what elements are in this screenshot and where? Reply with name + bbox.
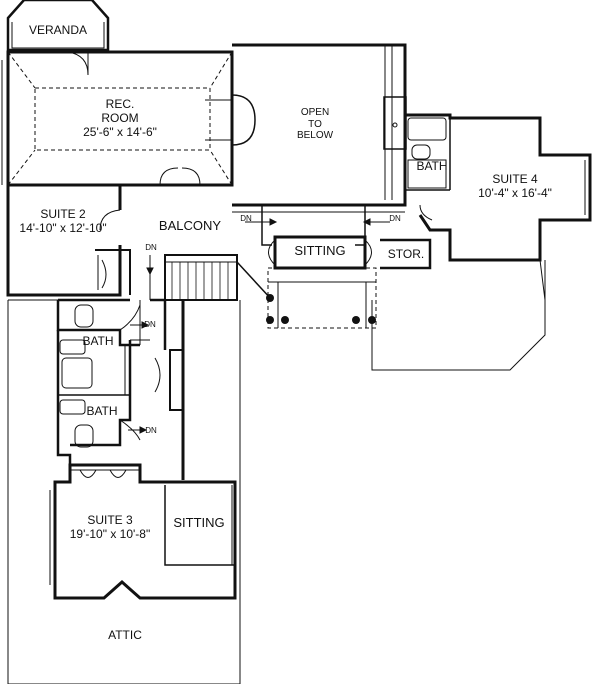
rec-room-label: REC. ROOM 25'-6" x 14'-6": [60, 97, 180, 139]
suite-3-walls: [49, 463, 237, 600]
rec-room-name-line2: ROOM: [101, 110, 139, 125]
rec-room-name-line1: REC.: [105, 97, 135, 111]
suite-3-dims: 19'-10" x 10'-8": [69, 526, 151, 541]
rec-room-dims: 25'-6" x 14'-6": [83, 124, 157, 139]
bath-lower-label: BATH: [86, 404, 118, 418]
sitting-upper-label: SITTING: [294, 243, 346, 258]
dn-hall-upper-label: DN: [144, 320, 156, 329]
rec-room-walls: [6, 50, 256, 187]
dn-hall-lower-label: DN: [145, 426, 157, 435]
dn-suite-2-label: DN: [145, 243, 157, 252]
suite-3-label: SUITE 3 19'-10" x 10'-8": [55, 513, 165, 542]
suite-2-walls: [6, 183, 131, 297]
hall-walls: [56, 298, 185, 480]
sitting-lower-label: SITTING: [173, 515, 225, 530]
storage-label: STOR.: [387, 247, 425, 261]
open-to-below-line1: OPEN: [300, 107, 330, 118]
veranda-label: VERANDA: [28, 23, 87, 37]
suite-2-label: SUITE 2 14'-10" x 12'-10": [8, 207, 118, 236]
attic-label: ATTIC: [108, 628, 142, 642]
column-posts: [266, 294, 376, 324]
storage-walls: [380, 238, 432, 270]
suite-4-name: SUITE 4: [492, 172, 538, 186]
balcony-walls: [232, 204, 405, 246]
open-to-below-line2: TO: [308, 118, 322, 130]
sitting-upper-walls: [267, 235, 377, 329]
suite-2-name: SUITE 2: [40, 207, 86, 221]
suite-3-name: SUITE 3: [87, 513, 133, 527]
dn-balcony-left-label: DN: [240, 214, 252, 223]
stair-walls: [149, 254, 273, 301]
open-to-below-label: OPEN TO BELOW: [285, 107, 345, 142]
bath-suite-4-label: BATH: [416, 159, 448, 173]
suite-4-dims: 10'-4" x 16'-4": [478, 185, 552, 200]
dn-arrows: [128, 218, 390, 434]
balcony-label: BALCONY: [158, 218, 222, 233]
veranda-outline: [6, 0, 110, 52]
suite-4-label: SUITE 4 10'-4" x 16'-4": [455, 172, 575, 201]
dn-balcony-right-label: DN: [389, 214, 401, 223]
suite-2-dims: 14'-10" x 12'-10": [19, 220, 107, 235]
suite-4-walls: [403, 113, 592, 301]
open-to-below-line3: BELOW: [296, 130, 334, 141]
bath-upper-label: BATH: [82, 334, 114, 348]
roof-outline: [1, 60, 546, 684]
